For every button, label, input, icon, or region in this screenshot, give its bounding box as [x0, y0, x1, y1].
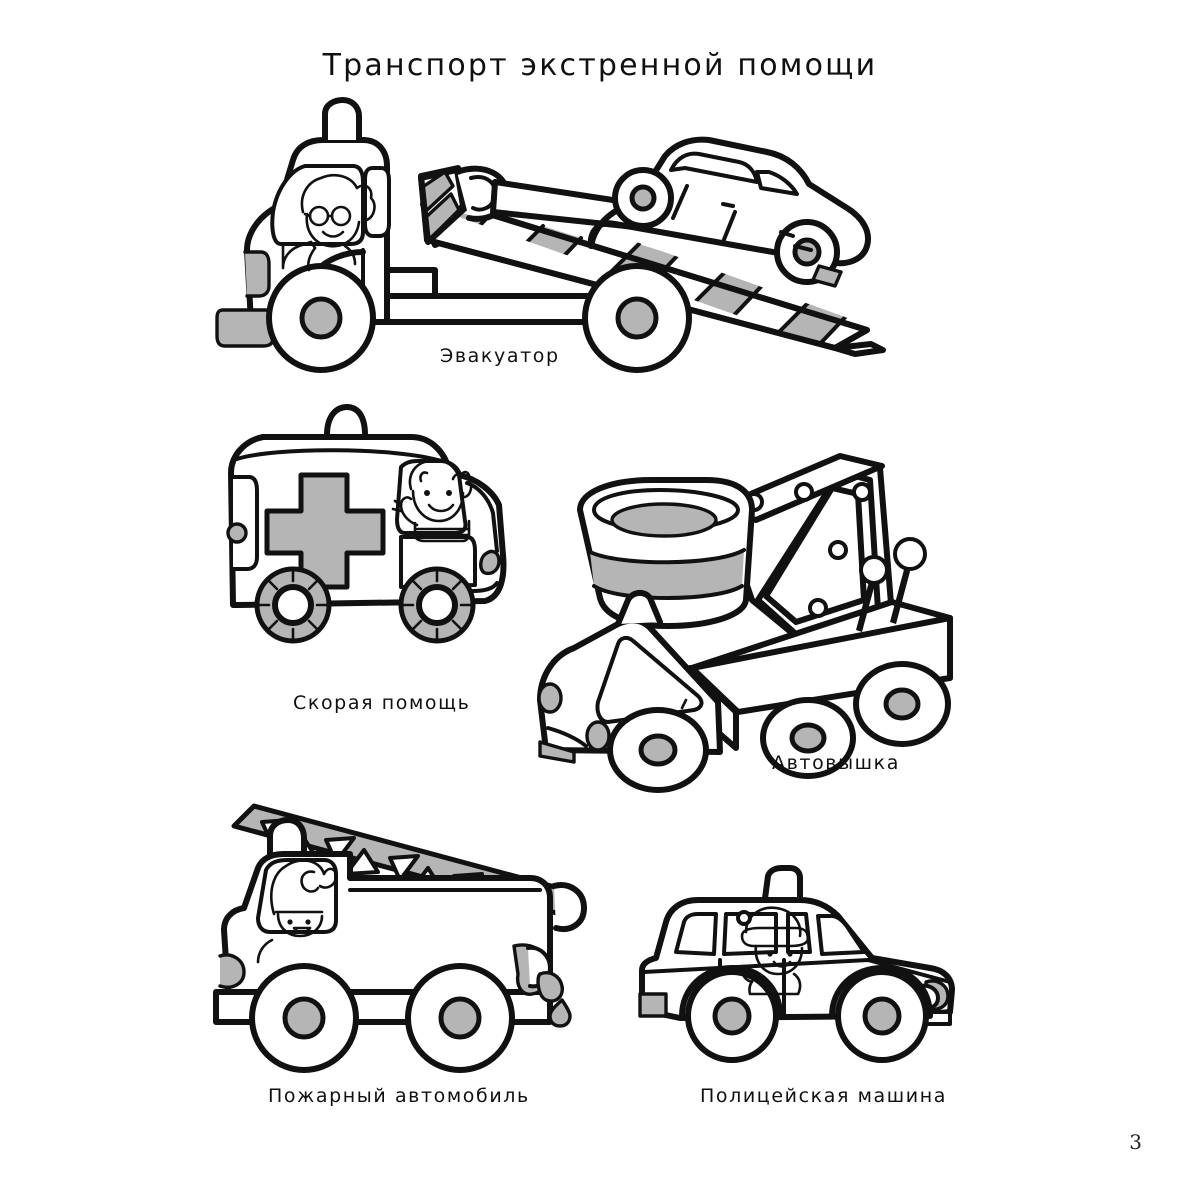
- figure-police-car: [620, 860, 970, 1063]
- ambulance-drawing: [226, 404, 507, 644]
- caption-fire-truck: Пожарный автомобиль: [268, 1085, 530, 1107]
- fire-truck-driver: [256, 859, 338, 964]
- fire-truck-wheel-rear: [405, 963, 515, 1073]
- tow-truck-driver: [281, 174, 376, 272]
- police-car-wheel-front: [685, 969, 779, 1063]
- fire-truck-drawing: [213, 803, 587, 1073]
- tow-truck-cargo-car: [587, 136, 871, 288]
- caption-tow-truck: Эвакуатор: [440, 345, 560, 367]
- bucket-truck-drawing: [537, 453, 953, 793]
- police-car-driver: [736, 906, 810, 996]
- police-car-drawing: [638, 865, 955, 1063]
- ambulance-passenger-boy: [391, 458, 473, 543]
- bucket-truck-wheel-rear: [853, 661, 951, 747]
- caption-ambulance: Скорая помощь: [293, 692, 471, 714]
- figure-ambulance: [215, 404, 515, 655]
- figure-tow-truck: [195, 97, 895, 373]
- figure-fire-truck: [210, 770, 600, 1073]
- ambulance-wheel-rear: [254, 566, 332, 644]
- fire-truck-wheel-front: [249, 963, 359, 1073]
- tow-truck-drawing: [215, 97, 886, 373]
- caption-bucket-truck: Автовышка: [772, 752, 900, 774]
- page-number: 3: [1129, 1130, 1142, 1154]
- caption-police-car: Полицейская машина: [700, 1085, 947, 1107]
- figure-bucket-truck: [537, 450, 953, 793]
- page-title: Транспорт экстренной помощи: [322, 48, 878, 83]
- police-car-wheel-rear: [835, 969, 929, 1063]
- bucket-truck-wheel-mid: [760, 697, 856, 779]
- bucket-truck-wheel-front: [607, 707, 709, 793]
- ambulance-wheel-front: [398, 566, 476, 644]
